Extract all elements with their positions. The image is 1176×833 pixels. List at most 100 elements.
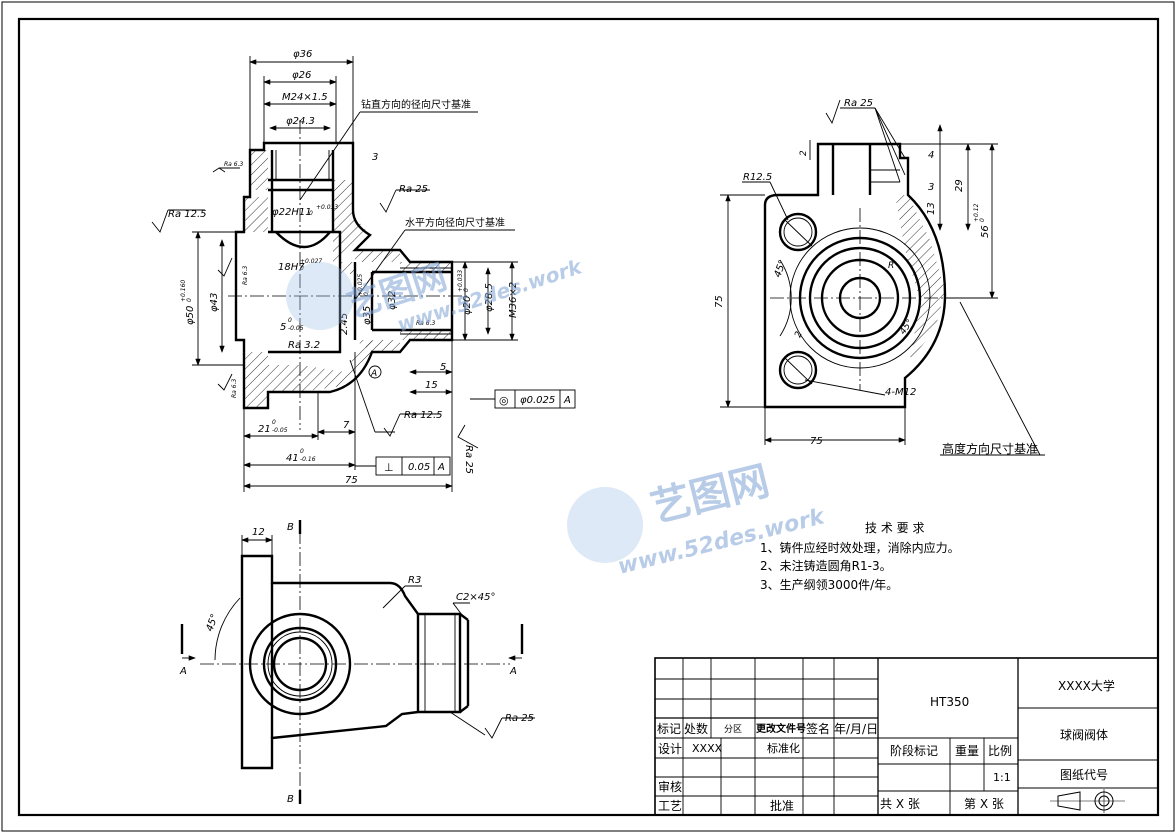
ra-6-3-c: Ra 6.3 [231,379,238,398]
tb-standard: 标准化 [767,741,800,755]
fcf1-symbol: ◎ [499,394,509,407]
dim-d285: φ28.5 [484,283,495,312]
dim-five-a-tol: 0 [288,317,292,324]
tb-material: HT350 [930,695,969,709]
tb-approve: 批准 [770,798,794,813]
tb-change: 更改文件号 [756,722,806,735]
tb-sheet: 第 X 张 [964,797,1004,811]
note-horiz-datum: 水平方向径向尺寸基准 [405,216,505,229]
top-d12: 12 [252,527,265,538]
dim-21: 21 [258,424,271,435]
side-angle: 45° [772,259,788,279]
dim-41-tol2: -0.16 [300,456,316,463]
requirements-title: 技 术 要 求 [865,521,924,535]
technical-requirements: 技 术 要 求 1、铸件应经时效处理，消除内应力。 2、未注铸造圆角R1-3。 … [760,521,960,592]
tb-total: 共 X 张 [880,797,920,811]
side-view-labels: Ra 25 R12.5 45° 2 4 3 13 29 56 +0.12 0 7… [714,98,1038,456]
side-d56-tol: +0.12 [973,203,980,222]
fcf1-datum: A [563,395,571,406]
fcf1-value: φ0.025 [520,395,555,406]
ra-12-5-a: Ra 12.5 [168,209,207,220]
side-a45: 45° [898,318,915,337]
inner-border [17,17,1160,817]
feature-control-frame-perpendicularity: ⊥ 0.05 A [375,456,451,476]
side-ra25: Ra 25 [844,98,873,109]
dim-d35-tol2: 0 [363,292,370,296]
dim-d22h11-tol2: 0 [309,210,313,217]
dim-d22h11-tol: +0.033 [316,204,338,211]
side-d3: 3 [928,182,934,193]
requirement-2: 2、未注铸造圆角R1-3。 [760,558,892,573]
feature-control-frame-concentricity: ◎ φ0.025 A [494,389,576,409]
dim-d35-tol: +0.025 [357,274,364,296]
requirement-1: 1、铸件应经时效处理，消除内应力。 [760,540,960,555]
side-r: R [888,261,894,271]
tb-stage: 阶段标记 [890,743,938,758]
tb-part-name: 球阀阀体 [1060,728,1108,742]
tb-count: 处数 [684,721,708,736]
dim-d243: φ24.3 [286,116,315,127]
dim-three: 3 [372,152,378,163]
side-d2: 2 [799,150,809,156]
watermark: 艺图网 www.52des.work 艺图网 www.52des.work [286,254,828,580]
side-d75h: 75 [810,436,823,447]
dim-d20-tol: +0.033 [457,270,464,292]
side-d29: 29 [954,179,965,192]
dim-d22h11: φ22H11 [272,207,312,218]
dim-fifteen: 15 [425,380,438,391]
front-section-view [151,56,518,492]
ra-3-2: Ra 3.2 [288,340,320,351]
tb-mark: 标记 [657,722,681,736]
side-m12: 4-M12 [885,387,916,398]
side-r125: R12.5 [743,172,772,183]
side-d75v: 75 [714,295,725,308]
side-view [720,99,1045,456]
dim-d20: φ20 [462,296,473,315]
top-view-labels: 12 B B A A R3 C2×45° 45° Ra 25 [179,522,534,805]
dim-d26: φ26 [292,70,311,81]
dim-75: 75 [345,475,358,486]
side-d4: 4 [928,150,934,161]
dim-d35: φ35 [362,306,373,325]
tb-scale-label: 比例 [988,744,1012,758]
dim-d43: φ43 [209,293,220,312]
dim-d20-tol2: 0 [463,288,470,292]
top-r3: R3 [408,575,421,586]
tb-designer: XXXX [692,742,723,755]
dim-m24: M24×1.5 [282,92,328,103]
dim-21-tol2: -0.05 [272,427,288,434]
tb-check: 审核 [658,779,682,794]
dim-18h7-tol2: 0 [300,265,304,272]
tb-drawing-no: 图纸代号 [1060,768,1108,782]
side-d56-tol2: 0 [979,218,986,222]
dim-d32: φ32 [387,291,398,310]
fcf2-symbol: ⊥ [384,461,394,474]
dim-d50: φ50 [185,306,196,325]
ra-6-3-d: Ra 6.3 [416,320,435,327]
dim-18h7: 18H7 [278,262,305,273]
requirement-3: 3、生产纲领3000件/年。 [760,578,898,592]
top-b2: B [287,794,294,805]
dim-five: 5 [440,362,446,373]
tb-sign: 签名 [806,721,830,736]
side-height-datum: 高度方向尺寸基准 [942,441,1038,456]
side-d13: 13 [926,202,937,215]
tb-process: 工艺 [658,799,682,813]
dim-41-tol: 0 [300,448,304,455]
fcf2-datum: A [437,462,445,473]
projection-symbol-icon [1050,789,1125,813]
front-view-labels: φ36 φ26 M24×1.5 φ24.3 钻直方向的径向尺寸基准 3 Ra 2… [168,49,576,486]
tb-zone: 分区 [724,724,742,735]
top-c2: C2×45° [456,592,495,603]
dim-41: 41 [286,453,299,464]
dim-five-a-tol2: -0.05 [288,325,304,332]
dim-d36: φ36 [293,49,312,60]
ra-6-3-a: Ra 6.3 [224,161,243,168]
dim-m36: M36×2 [508,282,519,318]
dim-18h7-tol: +0.027 [300,258,322,265]
title-block: HT350 XXXX大学 球阀阀体 图纸代号 标记 处数 分区 更改文件号 签名… [654,657,1159,816]
top-a2: A [509,666,517,677]
note-drill-datum: 钻直方向的径向尺寸基准 [361,98,471,111]
top-view [180,520,535,804]
